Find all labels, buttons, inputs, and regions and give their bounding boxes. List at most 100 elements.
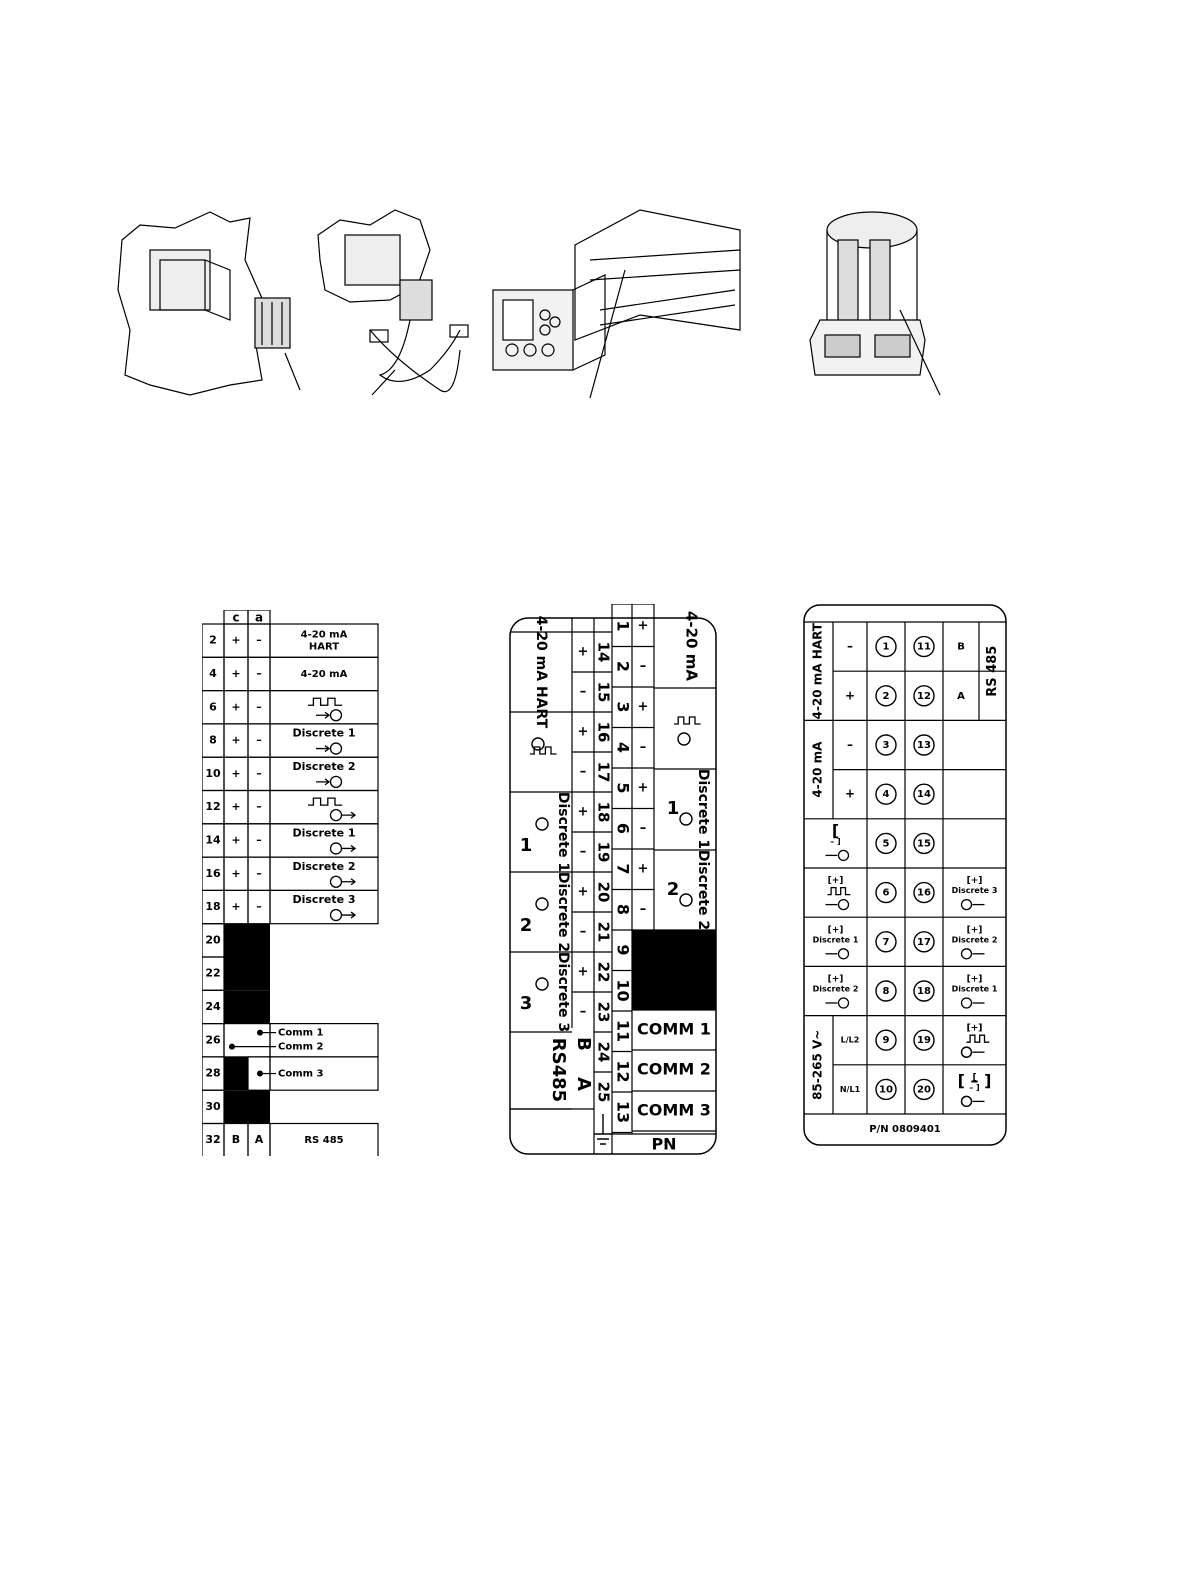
polarity-sign: –: [640, 902, 647, 917]
a-polarity: –: [256, 867, 262, 880]
group-label: Discrete 1: [555, 792, 571, 872]
output-arrow-icon: [342, 844, 357, 852]
output-circle-icon: [531, 737, 545, 751]
group-label: 4-20 mA HART: [811, 622, 825, 719]
terminal-number: 12: [205, 800, 220, 813]
polarity-sign: –: [640, 740, 647, 755]
c-polarity: +: [231, 900, 240, 913]
terminal-number: 15: [917, 838, 931, 849]
terminal-circle: [875, 734, 897, 756]
output-circle-icon: [960, 948, 973, 960]
terminal-number: 6: [209, 700, 217, 713]
terminal-description: Discrete 1: [292, 727, 355, 740]
terminal-number: 10: [879, 1084, 893, 1095]
terminal-row: 6+–: [201, 689, 379, 725]
output-arrow-icon: [342, 878, 357, 886]
terminal-circle: [875, 685, 897, 707]
terminal-number: 14: [205, 833, 221, 846]
c-polarity: +: [231, 833, 240, 846]
terminal-number: 16: [917, 888, 931, 899]
terminal-number: 8: [883, 986, 890, 997]
output-circle-icon: [679, 893, 693, 907]
terminal-row: 22: [201, 956, 270, 991]
output-arrow-icon: [342, 811, 357, 819]
output-circle-icon: [837, 898, 850, 911]
terminal-number: 32: [205, 1133, 220, 1146]
polarity-sign: –: [580, 925, 587, 940]
pulse-icon: [308, 697, 343, 706]
terminal-number: 8: [614, 904, 633, 915]
rs485-b: B: [573, 1037, 594, 1051]
terminal-number: 2: [209, 634, 217, 647]
blocked-cell: [224, 1056, 248, 1091]
polarity-sign: +: [578, 885, 589, 900]
right-label: – ]: [969, 1083, 979, 1092]
a-polarity: –: [256, 667, 262, 680]
left-label: [+]: [828, 876, 844, 886]
terminal-row: 20: [201, 923, 270, 958]
polarity-sign: +: [578, 725, 589, 740]
output-circle-icon: [837, 997, 850, 1009]
terminal-number: 2: [883, 691, 890, 702]
pulse-icon: [966, 1034, 990, 1043]
terminal-circle: [875, 1078, 897, 1101]
output-circle-icon: [535, 977, 549, 991]
terminal-number: 14: [595, 642, 613, 663]
terminal-circle: [875, 783, 897, 805]
output-circle-icon: [329, 842, 343, 855]
polarity-sign: –: [847, 738, 853, 752]
terminal-number: 23: [595, 1002, 613, 1023]
polarity-sign: +: [638, 781, 649, 796]
terminal-number: 15: [595, 682, 613, 703]
polarity-sign: –: [580, 845, 587, 860]
right-label: [+]: [967, 876, 983, 886]
output-circle-icon: [329, 875, 343, 888]
polarity-sign: –: [847, 639, 853, 653]
terminal-description: Discrete 2: [292, 860, 355, 873]
terminal-number: 12: [614, 1060, 633, 1082]
cable-mount-illustration: [317, 209, 469, 396]
terminal-number: 11: [614, 1020, 633, 1042]
pulse-icon: [530, 746, 557, 755]
right-label: [ – ]: [958, 1071, 992, 1090]
terminal-number: 18: [205, 900, 220, 913]
a-polarity: –: [256, 734, 262, 747]
c-polarity: +: [231, 800, 240, 813]
terminal-number: 6: [883, 888, 890, 899]
description-cell: [269, 789, 379, 825]
c-polarity: +: [231, 700, 240, 713]
polarity-sign: +: [578, 805, 589, 820]
output-circle-icon: [679, 812, 693, 826]
polarity-sign: –: [640, 821, 647, 836]
left-label: [+]: [828, 975, 844, 985]
group-label: 1: [520, 835, 533, 856]
terminal-row: 24: [201, 989, 270, 1025]
polarity-sign: N/L1: [840, 1085, 861, 1094]
right-label: [+]: [967, 1024, 983, 1034]
output-circle-icon: [960, 997, 973, 1009]
left-label: – ]: [830, 837, 840, 846]
polarity-sign: L/L2: [841, 1036, 860, 1045]
polarity-sign: +: [845, 688, 855, 702]
terminal-number: 13: [917, 740, 931, 751]
panel-2-grid: 12345678910111213+–+–+–+–141516171819202…: [509, 603, 717, 1155]
output-circle-icon: [329, 808, 343, 822]
terminal-circle: [913, 783, 935, 805]
c-polarity: +: [231, 634, 240, 647]
terminal-number: 28: [205, 1067, 220, 1080]
terminal-row: 14+–Discrete 1: [201, 823, 379, 858]
output-circle-icon: [677, 732, 691, 746]
terminal-row: 18+–Discrete 3: [201, 889, 379, 925]
c-polarity: +: [231, 767, 240, 780]
output-circle-icon: [837, 849, 850, 862]
terminal-number: 12: [917, 691, 931, 702]
description-cell: [269, 889, 379, 925]
terminal-number: 25: [595, 1082, 613, 1103]
rs485-label: RS 485: [985, 646, 1000, 697]
comm-label: Comm 3: [278, 1069, 324, 1080]
input-arrow-icon: [316, 778, 331, 786]
a-polarity: –: [256, 767, 262, 780]
terminal-number: 3: [614, 701, 633, 712]
output-circle-icon: [837, 948, 850, 960]
